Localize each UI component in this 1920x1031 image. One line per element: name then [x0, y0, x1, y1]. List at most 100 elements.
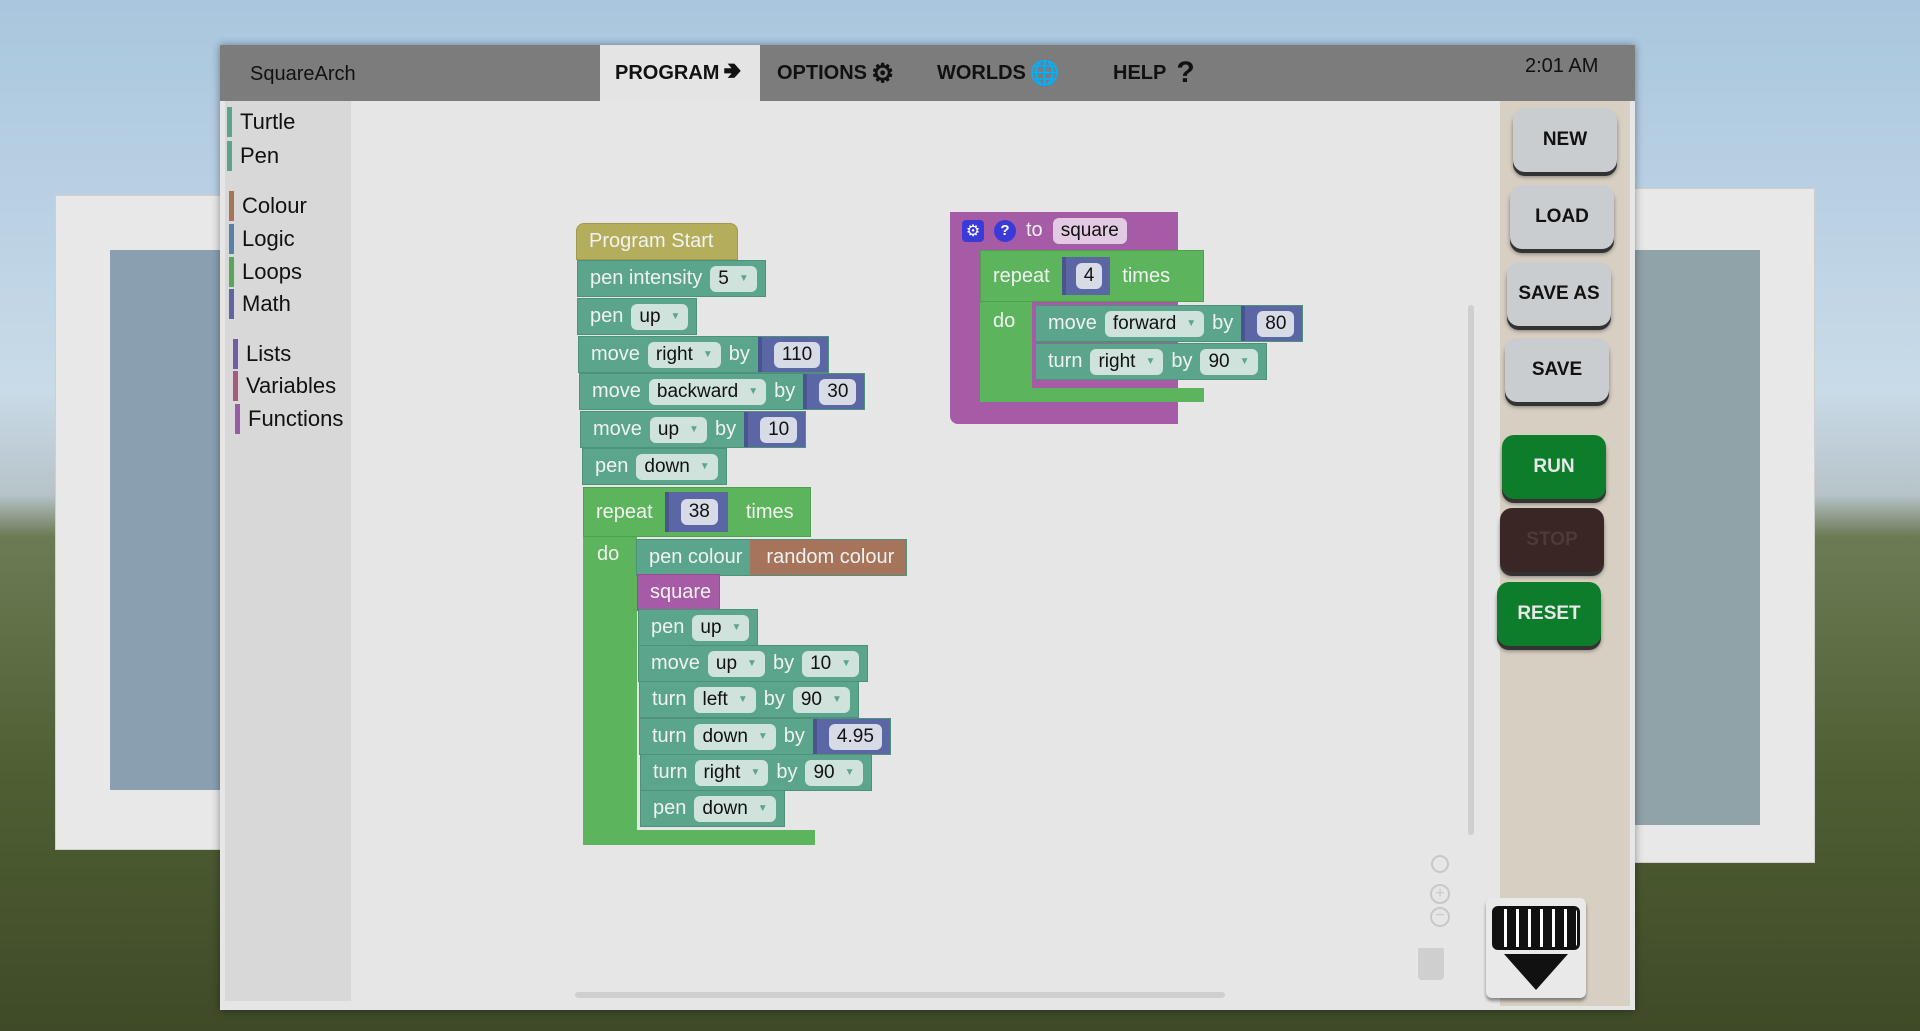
- repeat-block-body[interactable]: [583, 487, 637, 845]
- keyboard-toggle-button[interactable]: [1486, 898, 1586, 998]
- globe-icon: 🌐: [1029, 59, 1060, 87]
- direction-dropdown[interactable]: up▼: [649, 416, 707, 443]
- number-block[interactable]: 80: [1241, 306, 1303, 341]
- intensity-dropdown[interactable]: 5▼: [710, 265, 757, 292]
- block-label: square: [650, 581, 712, 603]
- run-button[interactable]: RUN: [1502, 435, 1606, 499]
- number-value[interactable]: 4: [1075, 263, 1103, 289]
- angle-dropdown[interactable]: 90▼: [805, 759, 863, 786]
- number-block[interactable]: 4: [1061, 257, 1111, 295]
- function-name-field[interactable]: square: [1052, 217, 1127, 244]
- number-value[interactable]: 10: [760, 416, 798, 443]
- dropdown-arrow-icon: ▼: [738, 273, 749, 284]
- trash-icon[interactable]: [1418, 948, 1444, 980]
- category-pen[interactable]: Pen: [227, 141, 279, 171]
- dropdown-value: down: [644, 455, 690, 477]
- by-label: by: [1212, 312, 1234, 334]
- number-value[interactable]: 4.95: [828, 723, 882, 750]
- zoom-out-icon[interactable]: −: [1430, 907, 1450, 927]
- vertical-scrollbar[interactable]: [1468, 305, 1474, 835]
- reset-button[interactable]: RESET: [1497, 582, 1601, 646]
- keyboard-icon: [1492, 906, 1580, 950]
- dropdown-arrow-icon: ▼: [757, 803, 768, 814]
- tab-options[interactable]: OPTIONS⚙: [777, 45, 894, 101]
- call-square-block[interactable]: square: [637, 574, 721, 611]
- number-value[interactable]: 38: [680, 499, 718, 525]
- pen-state-dropdown[interactable]: up▼: [692, 614, 750, 641]
- category-sidebar: [225, 101, 351, 1001]
- random-colour-block[interactable]: random colour: [750, 540, 907, 575]
- number-value[interactable]: 30: [819, 378, 857, 405]
- save-button[interactable]: SAVE: [1505, 338, 1609, 402]
- category-colour[interactable]: Colour: [229, 191, 307, 221]
- pen-state-dropdown[interactable]: down▼: [694, 795, 776, 822]
- load-button[interactable]: LOAD: [1510, 185, 1614, 249]
- direction-dropdown[interactable]: down▼: [694, 723, 776, 750]
- dropdown-arrow-icon: ▼: [832, 694, 842, 705]
- number-block[interactable]: 30: [803, 374, 865, 409]
- direction-dropdown[interactable]: left▼: [694, 686, 756, 713]
- tab-program[interactable]: PROGRAM🢂: [615, 45, 741, 101]
- category-turtle[interactable]: Turtle: [227, 107, 295, 137]
- direction-dropdown[interactable]: up▼: [707, 650, 765, 677]
- save-as-button[interactable]: SAVE AS: [1507, 262, 1611, 326]
- stop-button[interactable]: STOP: [1500, 508, 1604, 572]
- number-value[interactable]: 110: [773, 341, 821, 368]
- number-block[interactable]: 10: [744, 412, 806, 447]
- dropdown-value: right: [655, 343, 693, 365]
- category-variables[interactable]: Variables: [233, 371, 336, 401]
- horizontal-scrollbar[interactable]: [575, 992, 1225, 998]
- pen-state-dropdown[interactable]: down▼: [636, 453, 718, 480]
- function-settings-icon[interactable]: ⚙: [962, 219, 984, 242]
- block-label: move: [591, 343, 640, 365]
- dropdown-value: up: [657, 418, 680, 440]
- function-help-icon[interactable]: ?: [994, 219, 1016, 242]
- amount-dropdown[interactable]: 10▼: [802, 650, 860, 677]
- number-block[interactable]: 110: [757, 337, 829, 372]
- number-block[interactable]: 38: [664, 492, 728, 532]
- tab-worlds[interactable]: WORLDS🌐: [937, 45, 1060, 101]
- category-lists[interactable]: Lists: [233, 339, 291, 369]
- angle-dropdown[interactable]: 90▼: [1200, 348, 1258, 375]
- function-header[interactable]: ⚙ ? to square: [950, 212, 1178, 249]
- tab-worlds-label: WORLDS: [937, 61, 1026, 84]
- recenter-icon[interactable]: [1431, 855, 1449, 873]
- dropdown-arrow-icon: ▼: [1239, 356, 1250, 367]
- number-block[interactable]: 4.95: [812, 719, 890, 754]
- dropdown-value: 5: [718, 267, 729, 289]
- program-start-block[interactable]: Program Start: [576, 223, 738, 260]
- category-functions[interactable]: Functions: [235, 404, 343, 434]
- new-button[interactable]: NEW: [1513, 108, 1617, 172]
- left-frame-opening: [110, 250, 220, 790]
- angle-dropdown[interactable]: 90▼: [792, 686, 850, 713]
- direction-dropdown[interactable]: right▼: [647, 341, 721, 368]
- direction-dropdown[interactable]: backward▼: [648, 378, 767, 405]
- tab-help[interactable]: HELP?: [1113, 45, 1195, 101]
- direction-dropdown[interactable]: forward▼: [1104, 310, 1205, 337]
- category-math[interactable]: Math: [229, 289, 291, 319]
- zoom-in-icon[interactable]: +: [1430, 884, 1450, 904]
- direction-dropdown[interactable]: right▼: [695, 759, 769, 786]
- pen-state-dropdown[interactable]: up▼: [631, 303, 689, 330]
- direction-dropdown[interactable]: right▼: [1090, 348, 1164, 375]
- category-loops[interactable]: Loops: [229, 257, 302, 287]
- category-logic[interactable]: Logic: [229, 224, 295, 254]
- number-value[interactable]: 80: [1257, 310, 1295, 337]
